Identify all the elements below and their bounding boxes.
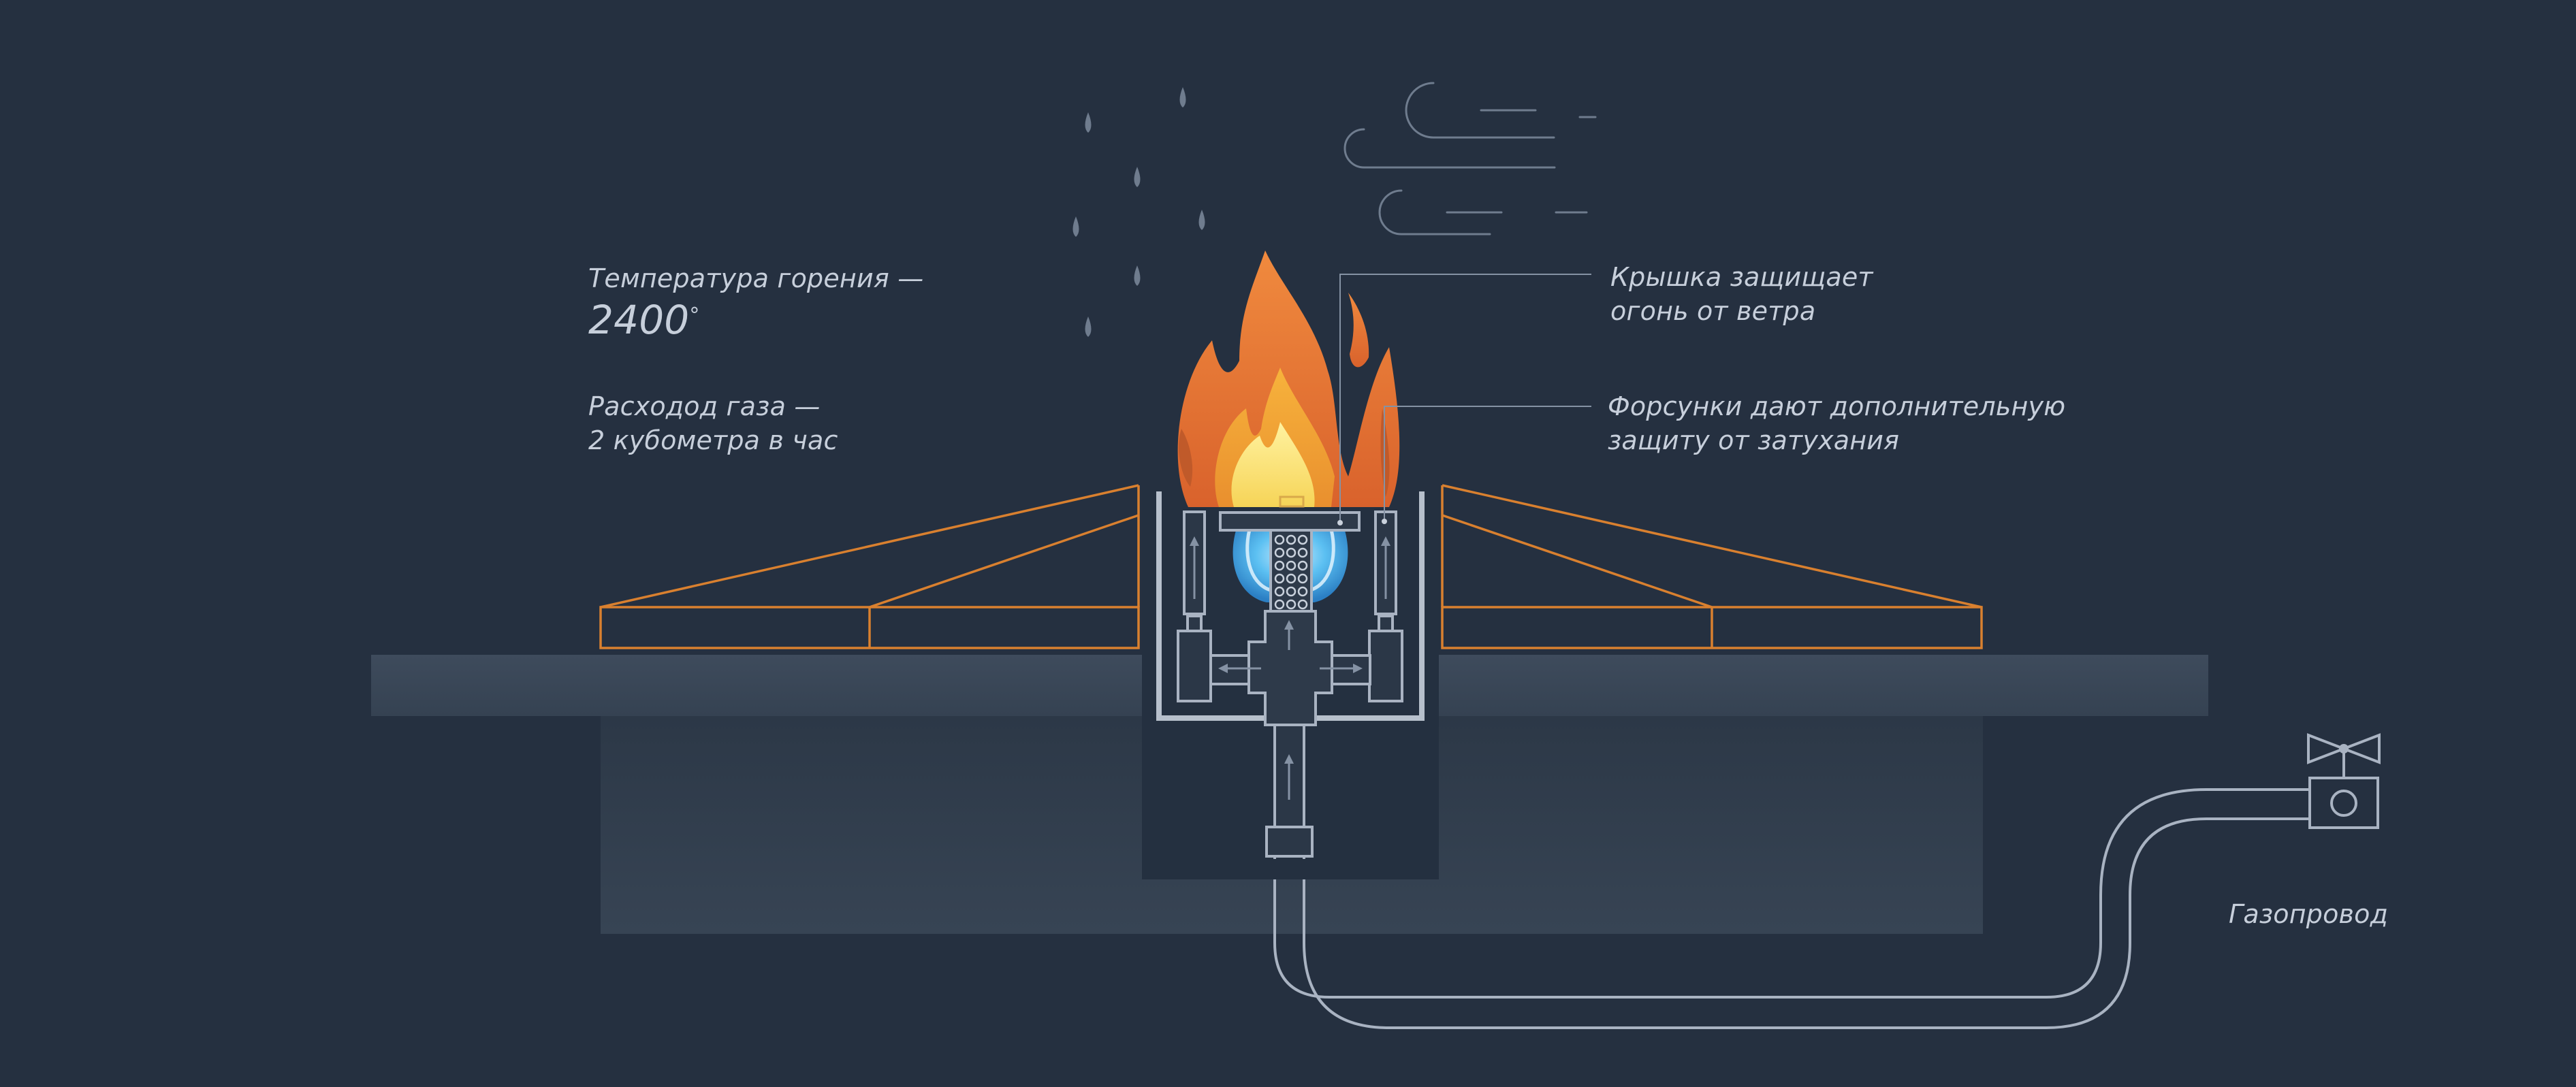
gas-rate-line1: Расходод газа — — [588, 391, 821, 421]
gas-manifold — [1247, 610, 1333, 726]
lid-annotation: Крышка защищает огонь от ветра — [1610, 260, 1873, 328]
ground-slab-left — [371, 655, 1142, 716]
wooden-deck-right — [1441, 484, 1983, 649]
burner-lid — [1219, 511, 1361, 532]
wooden-deck-left — [599, 484, 1140, 649]
gas-pipeline — [1273, 788, 2526, 1029]
nozzles-line1: Форсунки дают дополнительную — [1608, 391, 2066, 421]
gas-valve-icon[interactable] — [2307, 733, 2381, 829]
wind-gust-icon — [1343, 82, 1597, 236]
lid-marker — [1337, 520, 1343, 525]
nozzles-line2: защиту от затухания — [1608, 425, 1900, 455]
temperature-value: 2400° — [588, 295, 923, 344]
gas-rate-line2: 2 кубометра в час — [588, 425, 838, 455]
temperature-annotation: Температура горения — 2400° — [588, 261, 923, 344]
burner-column — [1269, 529, 1313, 613]
flow-arrow-icon — [1190, 536, 1390, 800]
lid-line1: Крышка защищает — [1610, 262, 1873, 292]
gas-rate-annotation: Расходод газа — 2 кубометра в час — [588, 389, 838, 457]
nozzle-tubes — [1177, 510, 1403, 702]
ground-slab-right — [1439, 655, 2208, 716]
temperature-label: Температура горения — — [588, 263, 924, 293]
nozzle-marker — [1382, 519, 1387, 524]
temperature-number: 2400 — [588, 297, 690, 343]
flame-icon — [1177, 250, 1400, 508]
leader-lines — [1339, 274, 1591, 521]
degree-sign: ° — [689, 304, 700, 327]
nozzles-annotation: Форсунки дают дополнительную защиту от з… — [1608, 389, 2065, 457]
rain-drops-icon — [1072, 87, 1205, 337]
pipeline-label: Газопровод — [2229, 899, 2389, 929]
lid-line2: огонь от ветра — [1610, 296, 1816, 326]
